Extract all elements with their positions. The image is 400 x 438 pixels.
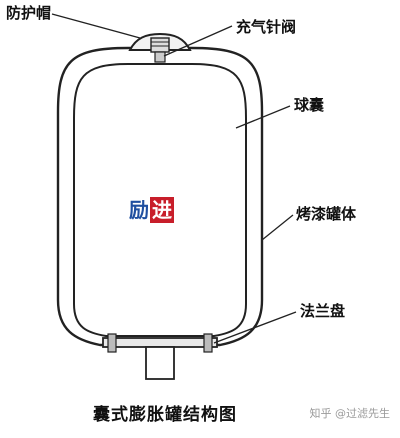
diagram-caption: 囊式膨胀罐结构图 — [93, 405, 237, 425]
bladder-shape — [73, 63, 247, 337]
leader-valve — [163, 25, 233, 57]
logo-char-1: 励 — [129, 198, 149, 222]
leader-tank — [261, 214, 294, 241]
leader-bladder — [235, 105, 291, 129]
label-tank: 烤漆罐体 — [296, 205, 357, 223]
valve-block — [150, 37, 170, 53]
outlet-pipe — [145, 346, 175, 380]
leader-cap — [51, 13, 141, 39]
watermark: 知乎 @过滤先生 — [309, 407, 391, 420]
label-valve: 充气针阀 — [236, 18, 297, 36]
brand-logo: 励 进 — [128, 197, 174, 223]
tank-body-outer — [56, 46, 264, 347]
leader-flange — [213, 311, 297, 344]
flange-bolt-left — [107, 333, 117, 353]
label-cap: 防护帽 — [6, 4, 52, 22]
label-bladder: 球囊 — [294, 96, 325, 114]
label-flange: 法兰盘 — [300, 302, 346, 320]
flange-bolt-right — [203, 333, 213, 353]
logo-char-2: 进 — [150, 197, 174, 223]
flange-plate — [102, 337, 218, 348]
valve-stem — [154, 51, 166, 63]
